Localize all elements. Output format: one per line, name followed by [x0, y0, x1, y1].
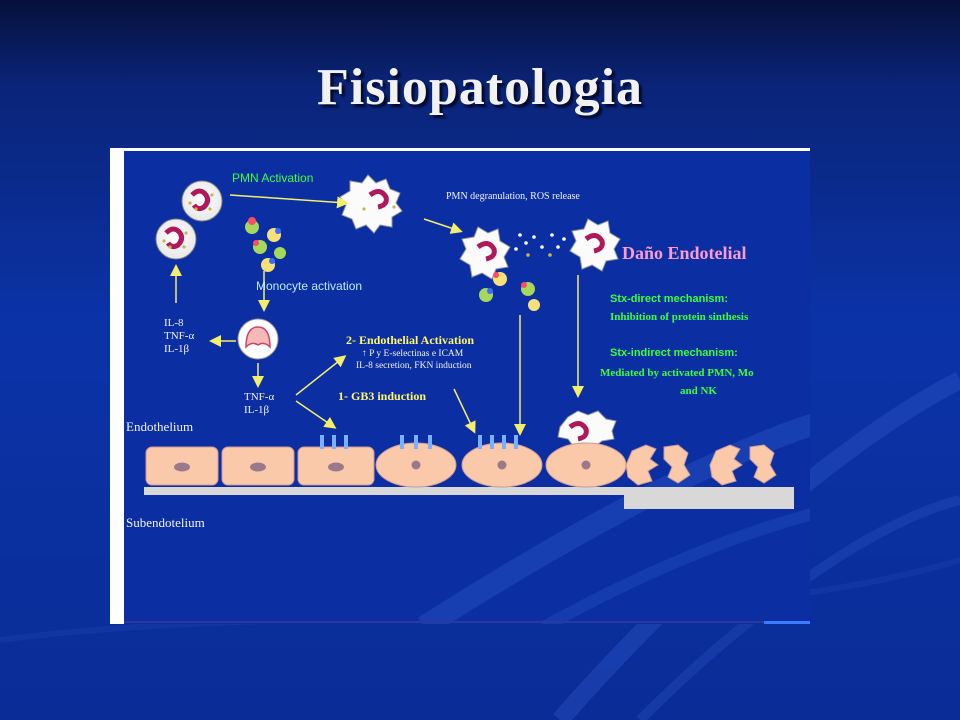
- swollen-endothelial-cell: [545, 442, 627, 488]
- cytokine-il1-bottom: IL-1β: [244, 404, 270, 416]
- endothelial-cell: [221, 446, 295, 486]
- cytokine-il8: IL-8: [164, 317, 184, 329]
- activated-pmn-icon: [339, 174, 403, 234]
- cytokine-il1: IL-1β: [164, 343, 190, 355]
- figure-bottom-rule: [124, 621, 764, 623]
- platelet-cluster-icon: [245, 217, 286, 272]
- stx-indirect-body1: Mediated by activated PMN, Mo: [600, 367, 754, 379]
- stx-direct-title: Stx-direct mechanism:: [610, 293, 728, 305]
- pmn-degranulation-label: PMN degranulation, ROS release: [446, 191, 580, 202]
- arrow-degranulation: [423, 218, 463, 234]
- monocyte-icon: [237, 318, 279, 360]
- neutrophil-icon: [181, 180, 223, 222]
- dano-endotelial-title: Daño Endotelial: [622, 243, 747, 263]
- arrow-to-activation: [295, 355, 347, 396]
- endothelial-cell: [145, 446, 219, 486]
- stx-indirect-title: Stx-indirect mechanism:: [610, 347, 738, 359]
- endothelial-activation-title: 2- Endothelial Activation: [346, 333, 475, 347]
- degranulating-pmn-icon: [459, 226, 511, 280]
- cytokine-tnf-bottom: TNF-α: [244, 391, 275, 403]
- slide-title: Fisiopatologia: [316, 59, 644, 116]
- platelet-cluster-icon: [479, 272, 540, 311]
- endothelial-cell-receptors: [297, 435, 375, 486]
- stx-direct-body: Inhibition of protein sinthesis: [610, 311, 749, 323]
- pathophysiology-figure: PMN Activation PMN degranulation, ROS re…: [110, 148, 810, 624]
- arrow-activation-cells: [453, 388, 476, 434]
- subendotelium-label: Subendotelium: [126, 515, 205, 530]
- endothelium-label: Endothelium: [126, 419, 194, 434]
- neutrophil-icon: [155, 218, 197, 260]
- swollen-endothelial-cell: [461, 435, 543, 488]
- basement-membrane-damaged: [624, 487, 794, 509]
- swollen-endothelial-cell: [375, 435, 457, 488]
- endothelial-activation-line2: IL-8 secretion, FKN induction: [356, 361, 472, 371]
- arrow-to-gb3: [295, 400, 337, 429]
- basement-membrane: [144, 487, 626, 495]
- figure-graphics: [124, 174, 810, 624]
- cytokine-list-bottom: TNF-α IL-1β: [244, 391, 274, 417]
- figure-bottom-rule-accent: [764, 621, 810, 624]
- damaged-endothelial-cell: [625, 444, 691, 486]
- degranulating-pmn-icon: [569, 218, 621, 272]
- ros-particles: [514, 233, 566, 257]
- adherent-pmn-icon: [557, 410, 617, 448]
- stx-indirect-body2: and NK: [680, 385, 717, 397]
- gb3-induction-label: 1- GB3 induction: [338, 389, 427, 403]
- cytokine-list-left: IL-8 TNF-α IL-1β: [164, 317, 194, 356]
- monocyte-activation-label: Monocyte activation: [256, 279, 363, 293]
- pmn-activation-label: PMN Activation: [232, 171, 314, 185]
- arrow-pmn-activation: [229, 194, 349, 209]
- damaged-endothelial-cell: [709, 444, 777, 486]
- cytokine-tnf: TNF-α: [164, 330, 195, 342]
- figure-swoosh-2: [541, 508, 810, 624]
- endothelial-activation-line1: ↑ P y E-selectinas e ICAM: [362, 349, 464, 359]
